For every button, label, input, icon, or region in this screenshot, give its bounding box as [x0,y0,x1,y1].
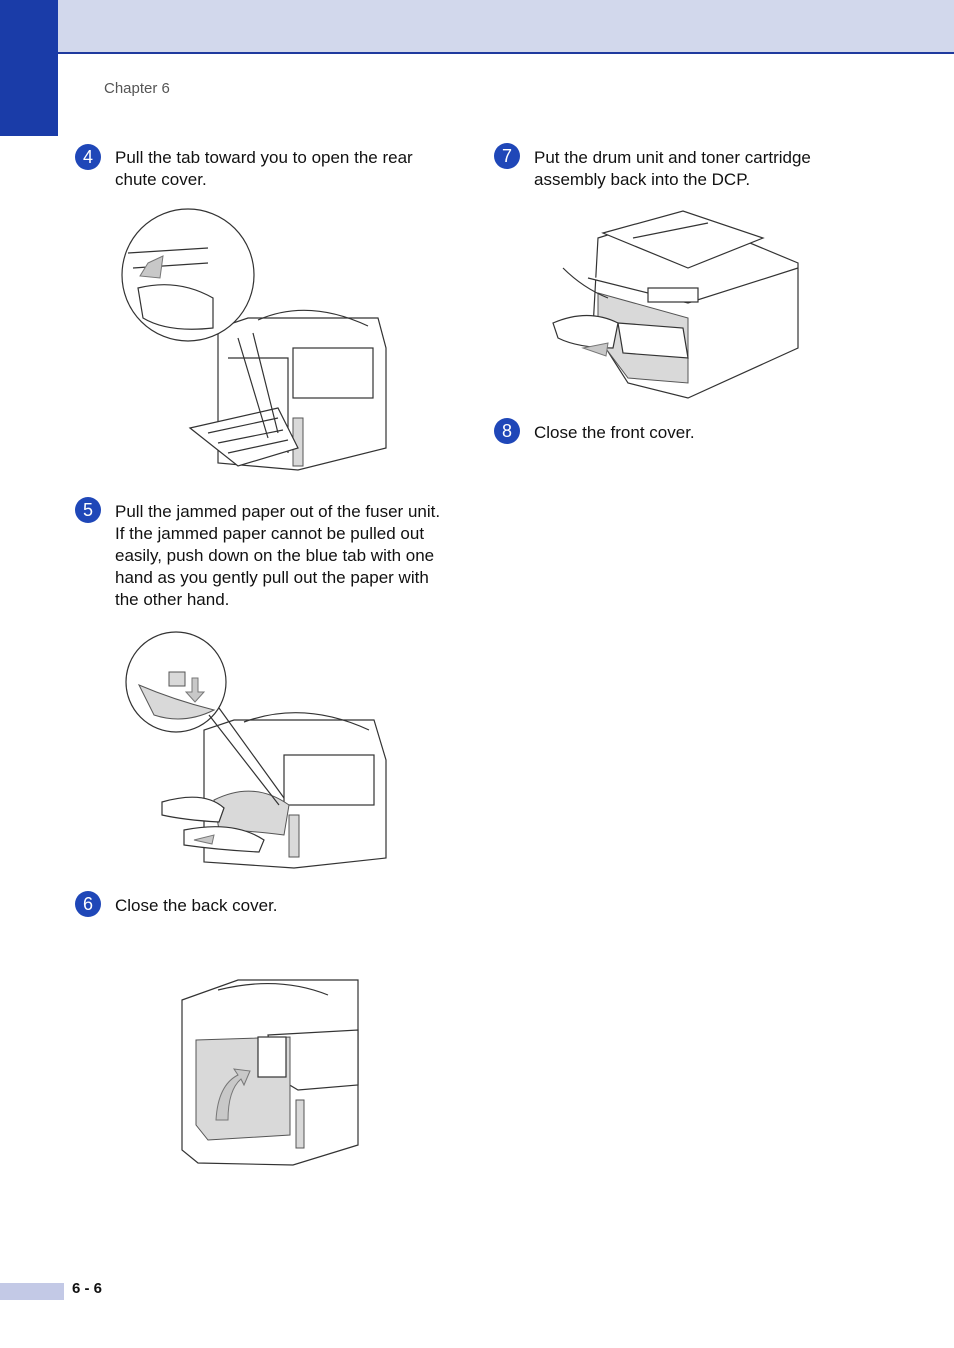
chapter-tab [0,0,58,136]
illustration-insert-drum-unit [552,210,799,399]
step-5-badge: 5 [75,497,101,523]
step-8-badge: 8 [494,418,520,444]
step-4-text: Pull the tab toward you to open the rear… [115,148,413,189]
step-7-badge: 7 [494,143,520,169]
illustration-open-rear-chute [121,208,387,471]
illustration-close-back-cover [181,979,359,1166]
illustration-pull-jammed-paper [125,631,387,869]
page-number: 6 - 6 [72,1280,103,1297]
chapter-label: Chapter 6 [104,80,170,97]
step-5-text: Pull the jammed paper out of the fuser u… [115,502,441,609]
step-6-badge: 6 [75,891,101,917]
header-band [0,0,954,54]
step-4-badge: 4 [75,144,101,170]
step-8-text: Close the front cover. [534,423,695,442]
footer-band [0,1283,64,1300]
step-7-text: Put the drum unit and toner cartridge as… [534,148,811,189]
step-6-text: Close the back cover. [115,896,278,915]
